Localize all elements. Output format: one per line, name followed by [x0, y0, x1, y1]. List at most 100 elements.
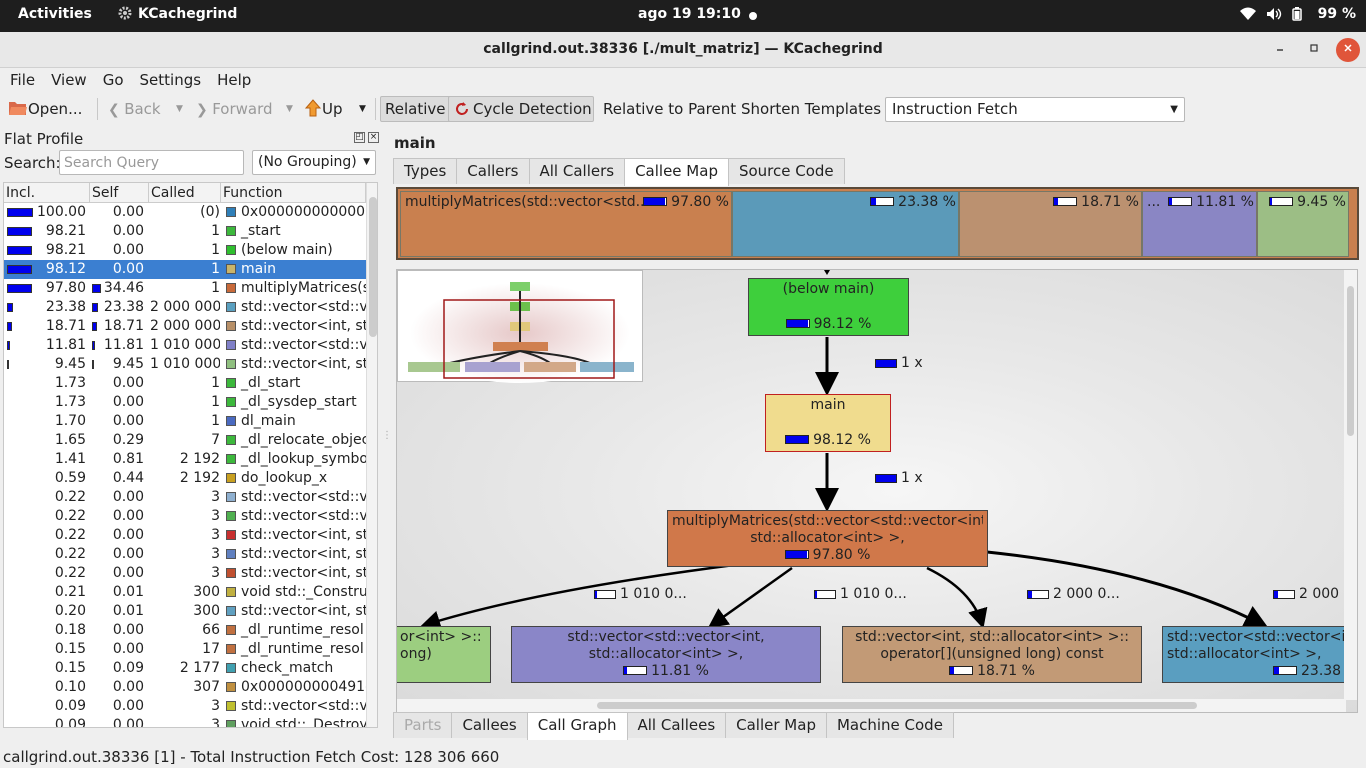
back-history-dropdown[interactable]: ▼ [172, 96, 187, 122]
shorten-templates-toggle[interactable]: Shorten Templates [741, 100, 882, 118]
app-menu[interactable]: KCachegrind [118, 6, 237, 22]
node-callee-partial[interactable]: or<int> >:: ong) [397, 626, 491, 683]
node-main[interactable]: main 98.12 % [765, 394, 891, 452]
scrollbar-thumb[interactable] [1347, 286, 1354, 436]
column-header-function[interactable]: Function [221, 183, 366, 203]
column-header-called[interactable]: Called [149, 183, 221, 203]
dock-splitter[interactable]: ⋮ [382, 430, 392, 441]
relative-to-parent-toggle[interactable]: Relative to Parent [603, 100, 737, 118]
node-callee-operator-const[interactable]: std::vector<int, std::allocator<int> >::… [842, 626, 1142, 683]
node-below-main[interactable]: (below main) 98.12 % [748, 278, 909, 336]
up-history-dropdown[interactable]: ▼ [355, 96, 370, 122]
relative-toggle[interactable]: Relative [380, 96, 451, 122]
system-menu[interactable]: 99 % [1239, 6, 1356, 22]
callee-map[interactable]: multiplyMatrices(std::vector<std... 97.8… [396, 187, 1359, 260]
close-button[interactable] [1336, 38, 1360, 62]
event-type-select[interactable]: Instruction Fetch ▼ [885, 97, 1185, 122]
forward-button[interactable]: ❯ Forward [192, 96, 277, 122]
callee-map-cell[interactable]: 9.45 % [1257, 191, 1349, 257]
tab-call-graph[interactable]: Call Graph [526, 712, 628, 740]
open-button[interactable]: Open... [4, 96, 86, 122]
cell-called: 3 [211, 698, 220, 714]
activities-button[interactable]: Activities [18, 6, 92, 22]
graph-horizontal-scrollbar[interactable] [397, 699, 1346, 712]
window-title-bar[interactable]: callgrind.out.38336 [./mult_matriz] — KC… [0, 32, 1366, 68]
column-header-incl[interactable]: Incl. [4, 183, 90, 203]
call-graph[interactable]: (below main) 98.12 % main 98.12 % multip… [396, 269, 1358, 713]
node-callee-vector-vector[interactable]: std::vector<std::vector<int, std::alloca… [511, 626, 821, 683]
profile-scrollbar[interactable] [366, 183, 377, 727]
graph-vertical-scrollbar[interactable] [1344, 270, 1357, 700]
tab-caller-map[interactable]: Caller Map [725, 712, 827, 738]
minimize-button[interactable] [1268, 38, 1292, 62]
tab-parts[interactable]: Parts [393, 712, 453, 738]
close-dock-icon[interactable]: × [368, 132, 379, 143]
column-header-self[interactable]: Self [90, 183, 149, 203]
tab-source-code[interactable]: Source Code [727, 158, 845, 184]
cycle-detection-toggle[interactable]: Cycle Detection [448, 96, 594, 122]
menu-settings[interactable]: Settings [139, 71, 202, 89]
graph-overview-panel[interactable] [397, 270, 643, 383]
forward-history-dropdown[interactable]: ▼ [282, 96, 297, 122]
node-multiply-matrices[interactable]: multiplyMatrices(std::vector<std::vector… [667, 510, 988, 567]
function-name: check_match [241, 660, 334, 676]
back-button[interactable]: ❮ Back [104, 96, 165, 122]
clock[interactable]: ago 19 19:10 [638, 6, 741, 22]
callee-map-cell[interactable]: 23.38 % [732, 191, 959, 257]
menu-help[interactable]: Help [217, 71, 252, 89]
up-button[interactable]: Up [300, 96, 347, 122]
callee-map-cell[interactable]: multiplyMatrices(std::vector<std... 97.8… [400, 191, 732, 257]
grouping-select[interactable]: (No Grouping) ▼ [252, 150, 376, 175]
tab-types[interactable]: Types [393, 158, 458, 184]
tab-callers[interactable]: Callers [456, 158, 530, 184]
function-name: 0x0000000000001 [241, 204, 366, 220]
function-name: void std::_Constru [241, 584, 366, 600]
node-callee-vector-vector-2[interactable]: std::vector<std::vector<int, std::alloca… [1162, 626, 1357, 683]
search-input[interactable] [59, 150, 244, 175]
menu-file[interactable]: File [10, 71, 36, 89]
tab-callees[interactable]: Callees [451, 712, 528, 738]
tab-callee-map[interactable]: Callee Map [624, 158, 729, 186]
menu-go[interactable]: Go [102, 71, 124, 89]
tab-machine-code[interactable]: Machine Code [825, 712, 954, 738]
maximize-button[interactable] [1302, 38, 1326, 62]
float-dock-icon[interactable]: ◰ [354, 132, 365, 143]
scrollbar-thumb[interactable] [369, 197, 377, 337]
callee-map-cell[interactable]: ... 11.81 % [1142, 191, 1257, 257]
tab-all-callers[interactable]: All Callers [528, 158, 626, 184]
tab-all-callees[interactable]: All Callees [626, 712, 727, 738]
scrollbar-thumb[interactable] [597, 702, 1197, 709]
menu-view[interactable]: View [51, 71, 87, 89]
call-count-label: 2 000 0... [1053, 586, 1120, 602]
callee-map-cell[interactable]: 18.71 % [959, 191, 1142, 257]
